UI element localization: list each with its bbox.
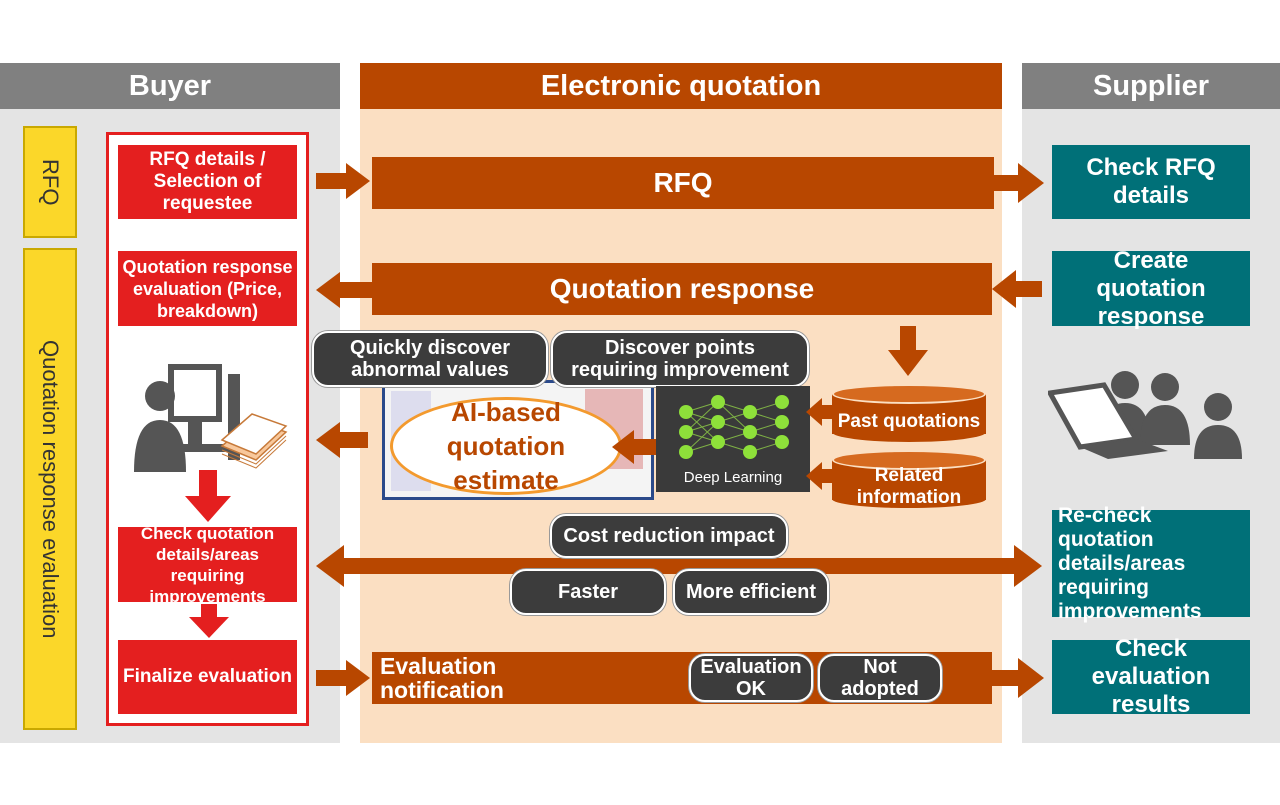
supplier-check-rfq[interactable]: Check RFQ details xyxy=(1052,145,1250,219)
rfq-bar: RFQ xyxy=(372,157,994,209)
buyer-response-evaluation[interactable]: Quotation response evaluation (Price, br… xyxy=(118,251,297,326)
buyer-finalize[interactable]: Finalize evaluation xyxy=(118,640,297,714)
past-quotations-db: Past quotations xyxy=(832,384,986,444)
down-arrow-icon xyxy=(888,326,928,376)
improvement-points-pill: Discover points requiring improvement xyxy=(551,331,809,387)
down-arrow-icon xyxy=(185,470,231,522)
neural-network-icon xyxy=(679,395,789,459)
buyer-header: Buyer xyxy=(0,63,340,109)
ai-quotation-estimate[interactable]: AI-based quotation estimate xyxy=(390,397,622,495)
related-information-label: Related information xyxy=(856,465,962,508)
right-arrow-icon xyxy=(316,163,370,199)
right-arrow-icon xyxy=(316,660,370,696)
buyer-rfq-details[interactable]: RFQ details / Selection of requestee xyxy=(118,145,297,219)
buyer-computer-person-icon xyxy=(134,364,288,472)
down-arrow-icon xyxy=(189,604,229,638)
supplier-people-laptop-icon xyxy=(1048,371,1242,459)
not-adopted-pill: Not adopted xyxy=(818,654,942,702)
cost-reduction-pill: Cost reduction impact xyxy=(550,514,788,558)
right-arrow-icon xyxy=(992,658,1044,698)
abnormal-values-pill: Quickly discover abnormal values xyxy=(312,331,548,387)
supplier-header: Supplier xyxy=(1022,63,1280,109)
faster-pill: Faster xyxy=(510,569,666,615)
deep-learning-label: Deep Learning xyxy=(683,468,783,486)
electronic-header: Electronic quotation xyxy=(360,63,1002,109)
phase-evaluation-label: Quotation response evaluation xyxy=(38,339,63,639)
phase-rfq: RFQ xyxy=(23,126,77,238)
buyer-check-details[interactable]: Check quotation details/areas requiring … xyxy=(118,524,297,606)
related-information-db: Related information xyxy=(832,450,986,510)
right-arrow-icon xyxy=(992,163,1044,203)
supplier-create-response[interactable]: Create quotation response xyxy=(1052,247,1250,330)
evaluation-ok-pill: Evaluation OK xyxy=(689,654,813,702)
phase-rfq-label: RFQ xyxy=(38,158,63,206)
more-efficient-pill: More efficient xyxy=(673,569,829,615)
left-arrow-icon xyxy=(992,270,1042,308)
supplier-recheck[interactable]: Re-check quotation details/areas requiri… xyxy=(1052,504,1250,623)
left-arrow-icon xyxy=(316,272,372,308)
quotation-response-bar: Quotation response xyxy=(372,263,992,315)
phase-evaluation: Quotation response evaluation xyxy=(23,248,77,730)
supplier-check-results[interactable]: Check evaluation results xyxy=(1052,635,1250,718)
deep-learning-box: Deep Learning xyxy=(656,386,810,492)
double-arrow-icon xyxy=(316,545,1042,587)
left-arrow-icon xyxy=(612,430,662,464)
left-arrow-icon xyxy=(316,422,368,458)
past-quotations-label: Past quotations xyxy=(837,411,981,432)
evaluation-notification-label: Evaluation notification xyxy=(380,653,504,703)
